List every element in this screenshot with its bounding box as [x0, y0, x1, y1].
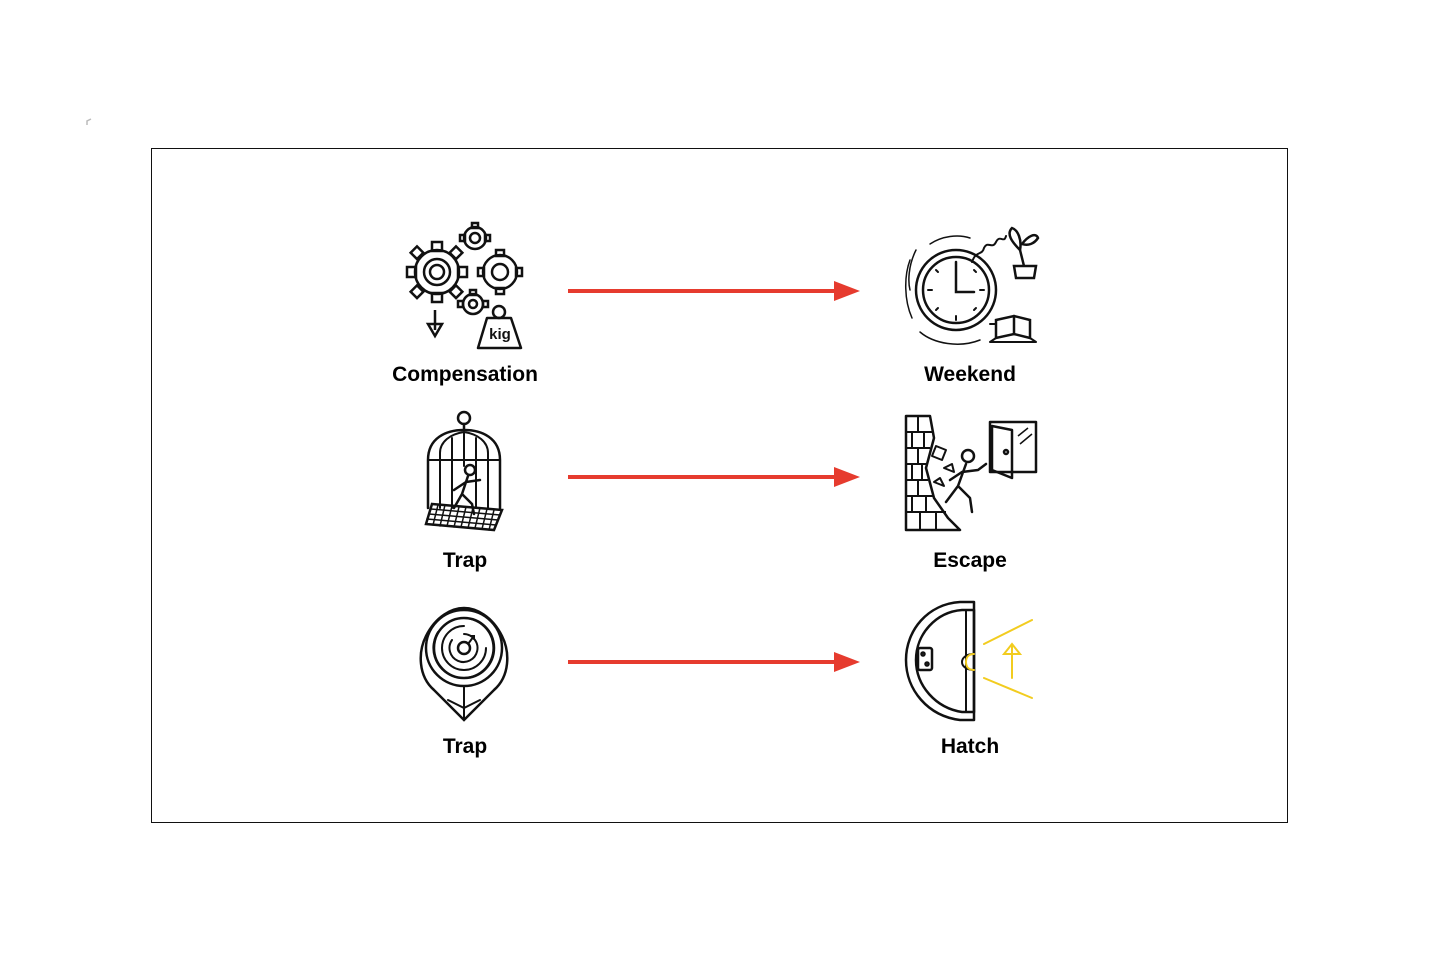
gears-weight-icon: kig: [405, 221, 524, 350]
arrow-compensation-to-weekend: [568, 281, 860, 301]
node-label-compensation: Compensation: [392, 363, 538, 386]
hatch-door-icon: [904, 600, 1033, 722]
corner-mark: [86, 118, 92, 125]
node-label-escape: Escape: [933, 549, 1007, 572]
maze-pin-icon: [419, 606, 509, 722]
weight-glyph: kig: [489, 326, 511, 343]
escape-door-icon: [904, 414, 1038, 532]
clock-spring-icon: [905, 226, 1040, 345]
node-label-weekend: Weekend: [924, 363, 1016, 386]
arrow-trap-to-hatch: [568, 652, 860, 672]
node-label-hatch: Hatch: [940, 735, 1000, 758]
node-label-trap-maze: Trap: [442, 735, 488, 758]
node-label-trap-cage: Trap: [442, 549, 488, 572]
arrow-trap-to-escape: [568, 467, 860, 487]
birdcage-icon: [424, 410, 504, 532]
diagram-frame: [151, 148, 1288, 823]
